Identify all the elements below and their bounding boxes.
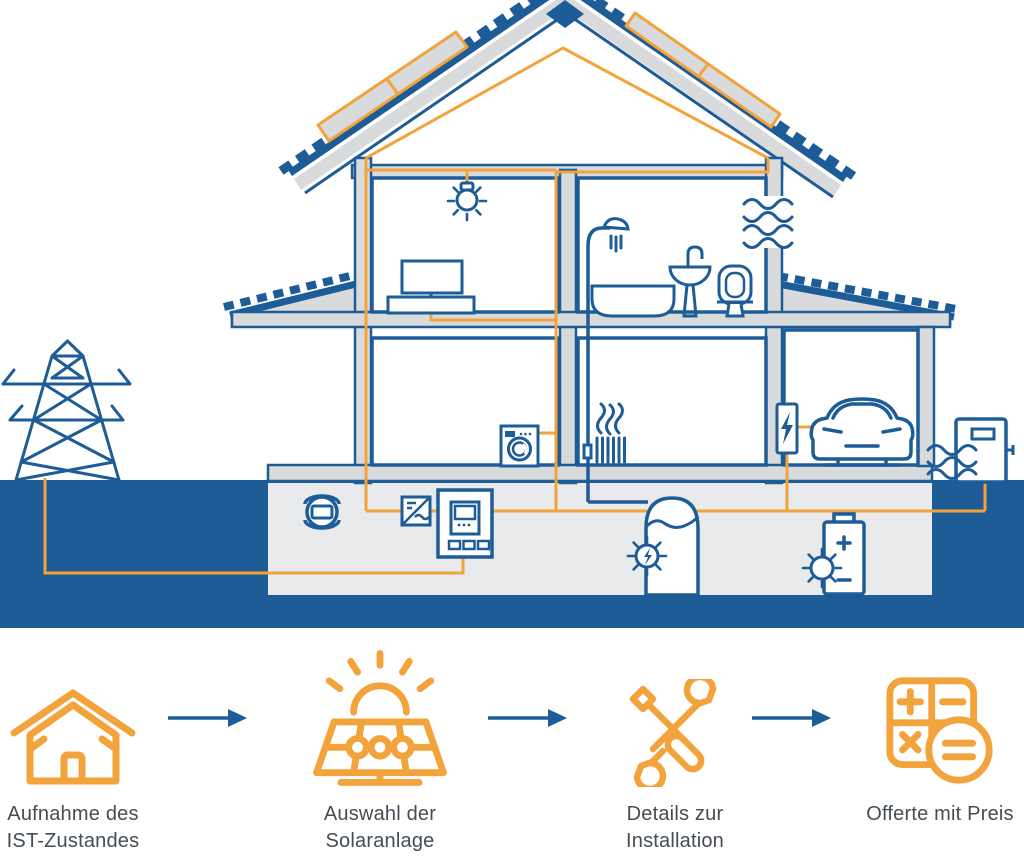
walls-floors [230,156,952,485]
floor-mid [230,310,952,329]
electric-car-icon [809,397,915,467]
tv-icon [386,259,476,315]
solar-power-sun-icon [626,535,668,577]
step-3: Details zur Installation [580,645,770,855]
step-4-label: Offerte mit Preis [866,803,1014,825]
step-2-label: Auswahl der Solaranlage [323,803,437,852]
roof-apex-cap [546,0,584,28]
smart-meter-icon [303,494,341,530]
hot-water-boiler-icon [626,496,700,597]
roof-wire [365,46,769,160]
tools-icon [629,679,717,787]
step-1-label: Aufnahme des IST-Zustandes [6,803,140,852]
solar-panel-left-roof [316,30,469,143]
room-heating [576,336,768,467]
house-icon [10,689,136,785]
house-cross-section [0,0,1024,628]
step-2: Auswahl der Solaranlage [285,645,475,855]
radiator-icon [582,402,626,464]
inverter-icon [400,495,432,527]
water-pipe [586,226,648,504]
ev-charger-icon [775,402,799,455]
solar-panel-icon [313,650,447,786]
control-cabinet-icon [436,488,494,559]
power-pylon-icon [1,339,132,482]
washing-machine-icon [499,424,540,468]
solar-panel-right-roof [624,11,782,129]
step-3-label: Details zur Installation [625,803,724,852]
arrow-icon [752,709,831,727]
step-4: Offerte mit Preis [845,645,1024,828]
toilet-icon [717,264,753,318]
roof [278,0,858,199]
heat-pump-icon [926,417,1015,484]
floor-ground [266,463,934,483]
shower-icon [601,217,630,253]
washbasin-icon [668,245,712,318]
arrow-icon [168,709,247,727]
solar-battery-sun-icon [801,547,843,589]
ceiling-lamp-icon [446,180,488,222]
bathtub-icon [590,284,676,318]
calculator-icon [886,677,993,784]
attic [352,18,778,168]
bath-ceiling-wire [556,158,770,174]
battery-storage-icon [801,512,866,596]
grid-connection-wire [43,478,465,575]
bathroom-ventilation-icon [742,196,794,249]
arrow-icon [488,709,567,727]
step-1: Aufnahme des IST-Zustandes [0,645,168,855]
